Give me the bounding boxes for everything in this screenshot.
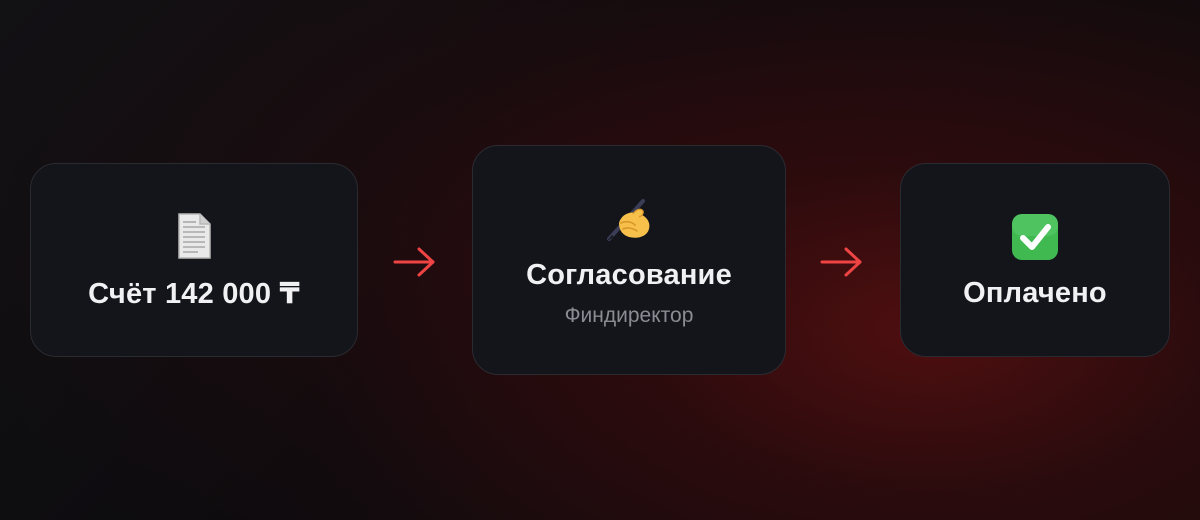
step-card-invoice: Счёт 142 000 ₸ [30,163,358,357]
arrow-right-icon [393,247,435,277]
check-mark-button-icon [1012,213,1058,260]
step-card-paid: Оплачено [900,163,1170,357]
arrow-right-icon [820,247,862,277]
step-card-approval: Согласование Финдиректор [472,145,786,375]
step-title-paid: Оплачено [963,276,1107,309]
step-title-invoice: Счёт 142 000 ₸ [88,277,300,310]
document-page-icon [178,212,211,259]
writing-hand-icon [607,198,650,241]
step-title-approval: Согласование [526,258,732,291]
step-subtitle-approver: Финдиректор [564,303,694,327]
